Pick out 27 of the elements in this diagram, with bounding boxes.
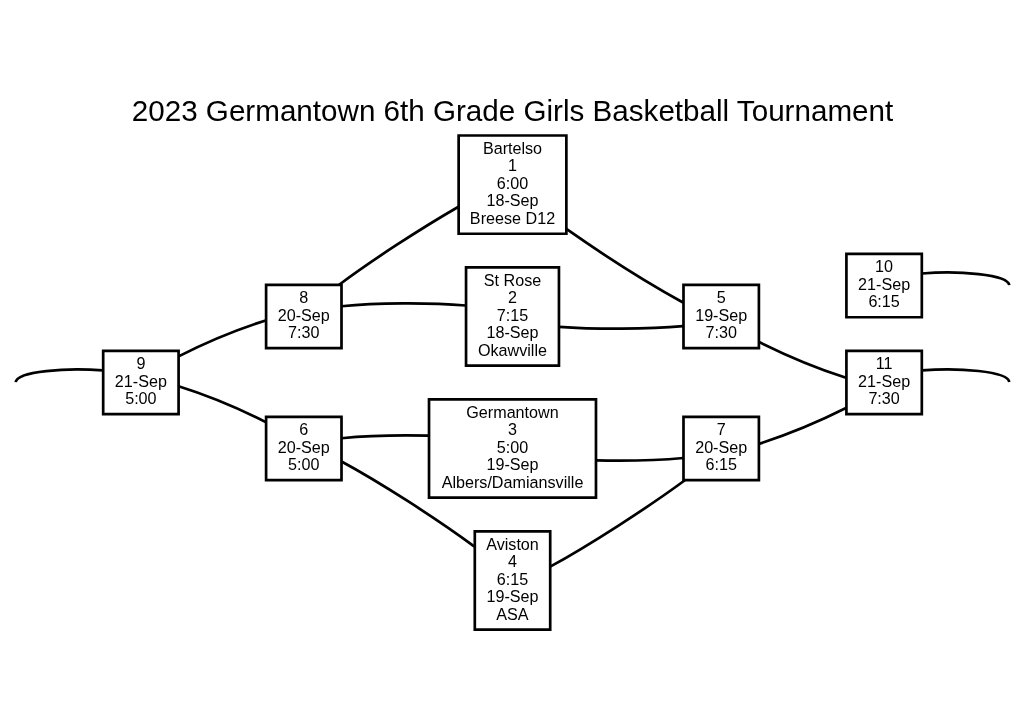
connector (565, 227, 684, 304)
node-box: 11 21-Sep 7:30 (844, 349, 923, 416)
node-box: 7 20-Sep 6:15 (681, 415, 760, 481)
connector (757, 406, 847, 445)
node-box: 10 21-Sep 6:15 (844, 252, 923, 319)
connector (595, 456, 684, 462)
connector (340, 459, 475, 548)
connector (549, 478, 686, 568)
connector (340, 301, 466, 308)
connector (340, 433, 429, 440)
node-box: Germantown 3 5:00 19-Sep Albers/Damiansville (427, 397, 597, 499)
node-box: Bartelso 1 6:00 18-Sep Breese D12 (456, 133, 568, 235)
connector (177, 384, 266, 423)
connector (14, 367, 103, 383)
connector (757, 340, 846, 379)
node-box: 6 20-Sep 5:00 (264, 415, 343, 481)
connector (921, 367, 1010, 383)
diagram-title: 2023 Germantown 6th Grade Girls Basketball Tournament (131, 93, 893, 127)
connector (921, 270, 1010, 286)
connector (177, 318, 266, 358)
connector (558, 324, 683, 330)
node-box: St Rose 2 7:15 18-Sep Okawville (464, 265, 560, 367)
node-box: 8 20-Sep 7:30 (264, 283, 343, 350)
node-box: Aviston 4 6:15 19-Sep ASA (472, 529, 552, 631)
connector (337, 205, 459, 286)
node-box: 5 19-Sep 7:30 (681, 283, 760, 350)
node-box: 9 21-Sep 5:00 (101, 349, 180, 416)
